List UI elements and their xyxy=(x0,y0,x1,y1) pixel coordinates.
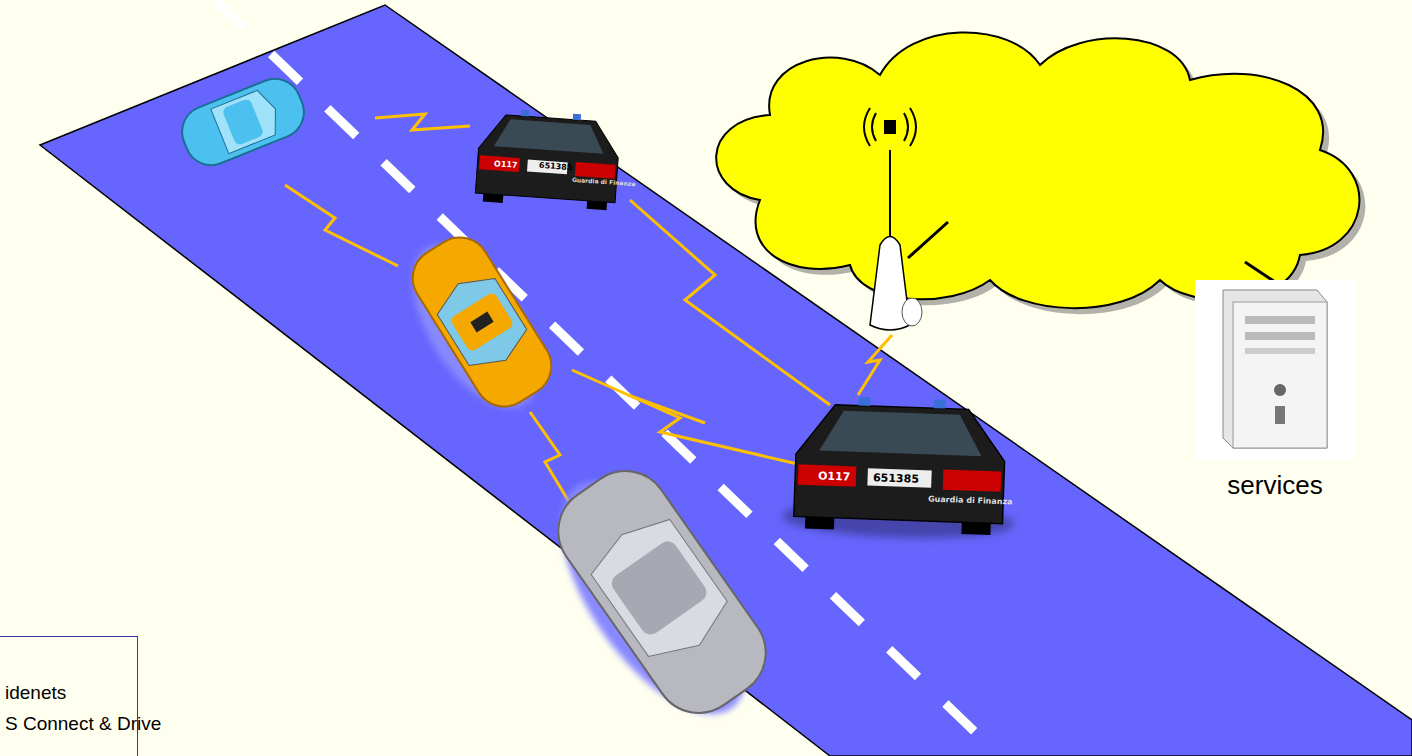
road xyxy=(40,5,1412,756)
services-computer: services xyxy=(1195,280,1355,502)
wire xyxy=(908,222,948,258)
cloud xyxy=(716,32,1365,314)
car-marking: O117 xyxy=(818,469,851,483)
list-item: idenets xyxy=(5,677,137,708)
computer-icon xyxy=(1195,280,1355,460)
car-marking: O117 xyxy=(494,159,518,170)
access-point xyxy=(864,108,922,330)
text-box: idenetsS Connect & Drive xyxy=(0,636,138,756)
taxi xyxy=(387,223,564,429)
car xyxy=(526,448,787,744)
police-car xyxy=(782,394,1019,541)
car-marking: 651385 xyxy=(873,471,919,486)
car xyxy=(174,71,311,173)
police-car xyxy=(475,107,621,211)
node-label: services xyxy=(1195,470,1355,501)
list-item: S Connect & Drive xyxy=(5,708,137,739)
